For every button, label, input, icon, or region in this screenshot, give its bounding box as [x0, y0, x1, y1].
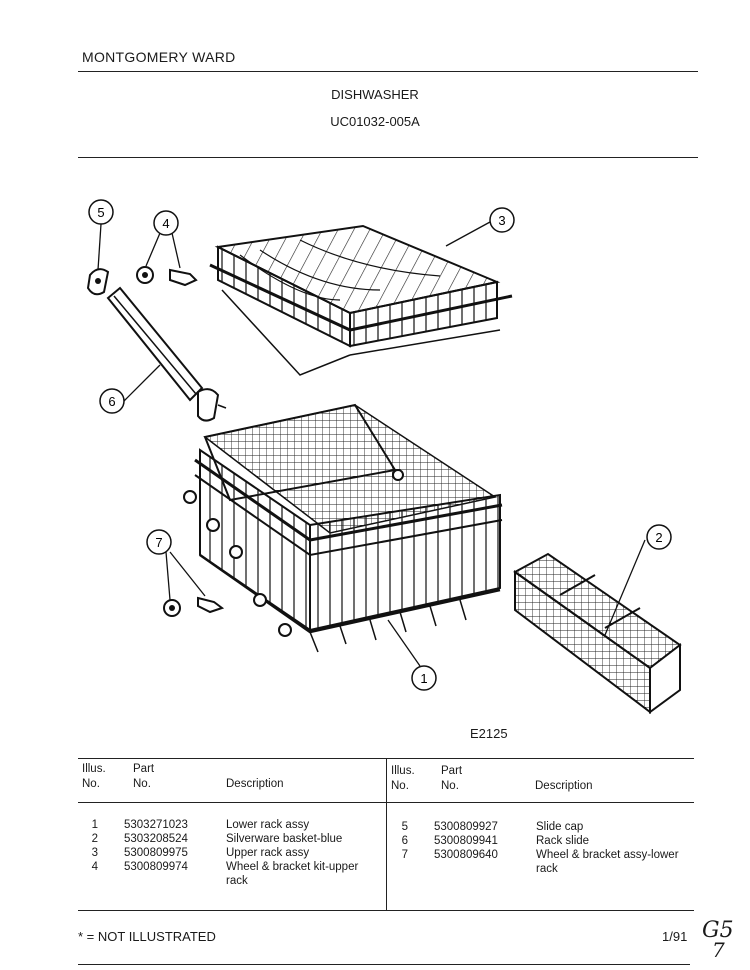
illus-no: 3	[91, 847, 98, 859]
callout-3: 3	[489, 207, 515, 233]
page-number: 1/91	[662, 929, 688, 944]
callout-5: 5	[88, 199, 114, 225]
part-description-continued: rack	[536, 863, 558, 875]
illus-no: 4	[91, 861, 98, 873]
header-illus-no: No.	[82, 778, 100, 790]
illus-no: 1	[91, 819, 98, 831]
footer-rule	[78, 964, 690, 965]
table-divider	[386, 758, 387, 910]
callout-4: 4	[153, 210, 179, 236]
wheel-bracket-assy-lower	[163, 596, 225, 617]
callout-label: 2	[655, 530, 662, 545]
handwritten-note-number: 7	[712, 938, 725, 962]
wheel-bracket-kit-upper	[136, 266, 198, 287]
rack-slide	[106, 286, 227, 422]
header-part: Part	[441, 765, 463, 777]
header-part-no: No.	[441, 780, 459, 792]
callout-7: 7	[146, 529, 172, 555]
part-no: 5300809975	[124, 847, 188, 859]
product-title: DISHWASHER	[331, 87, 419, 102]
header-illus: Illus.	[391, 765, 415, 777]
callout-2: 2	[646, 524, 672, 550]
callout-label: 7	[155, 535, 162, 550]
header-description: Description	[535, 780, 593, 792]
header-part-no: No.	[133, 778, 151, 790]
callout-label: 3	[498, 213, 505, 228]
part-no: 5300809927	[434, 821, 498, 833]
part-no: 5300809640	[434, 849, 498, 861]
header-part: Part	[133, 763, 155, 775]
part-description-continued: rack	[226, 875, 248, 887]
header-description: Description	[226, 778, 284, 790]
part-description: Slide cap	[536, 821, 584, 833]
slide-cap	[86, 268, 110, 296]
upper-rack	[209, 224, 513, 376]
callout-6: 6	[99, 388, 125, 414]
header-illus: Illus.	[82, 763, 106, 775]
not-illustrated-legend: * = NOT ILLUSTRATED	[78, 929, 216, 944]
silverware-basket	[513, 552, 682, 715]
model-number: UC01032-005A	[330, 114, 420, 129]
table-bottom-rule	[78, 910, 694, 911]
part-description: Rack slide	[536, 835, 590, 847]
part-description: Upper rack assy	[226, 847, 310, 859]
title-rule	[78, 157, 698, 158]
part-description: Wheel & bracket assy-lower	[536, 849, 679, 861]
brand-name: MONTGOMERY WARD	[82, 49, 236, 65]
part-no: 5303271023	[124, 819, 188, 831]
part-no: 5303208524	[124, 833, 188, 845]
leader-lines	[97, 221, 646, 667]
illus-no: 7	[401, 849, 408, 861]
part-no: 5300809974	[124, 861, 188, 873]
callout-1: 1	[411, 665, 437, 691]
part-no: 5300809941	[434, 835, 498, 847]
lower-rack	[183, 403, 503, 653]
part-description: Wheel & bracket kit-upper	[226, 861, 359, 873]
handwritten-note: G5	[702, 918, 734, 943]
callout-label: 6	[108, 394, 115, 409]
header-rule	[78, 71, 698, 72]
part-description: Lower rack assy	[226, 819, 310, 831]
header-illus-no: No.	[391, 780, 409, 792]
callout-label: 5	[97, 205, 104, 220]
illus-no: 6	[401, 835, 408, 847]
callout-label: 4	[162, 216, 169, 231]
figure-code: E2125	[470, 726, 508, 741]
parts-diagram: 5 4 3 6 7 2 1	[86, 199, 682, 715]
callout-label: 1	[420, 671, 427, 686]
part-description: Silverware basket-blue	[226, 833, 343, 845]
illus-no: 2	[91, 833, 98, 845]
illus-no: 5	[401, 821, 408, 833]
